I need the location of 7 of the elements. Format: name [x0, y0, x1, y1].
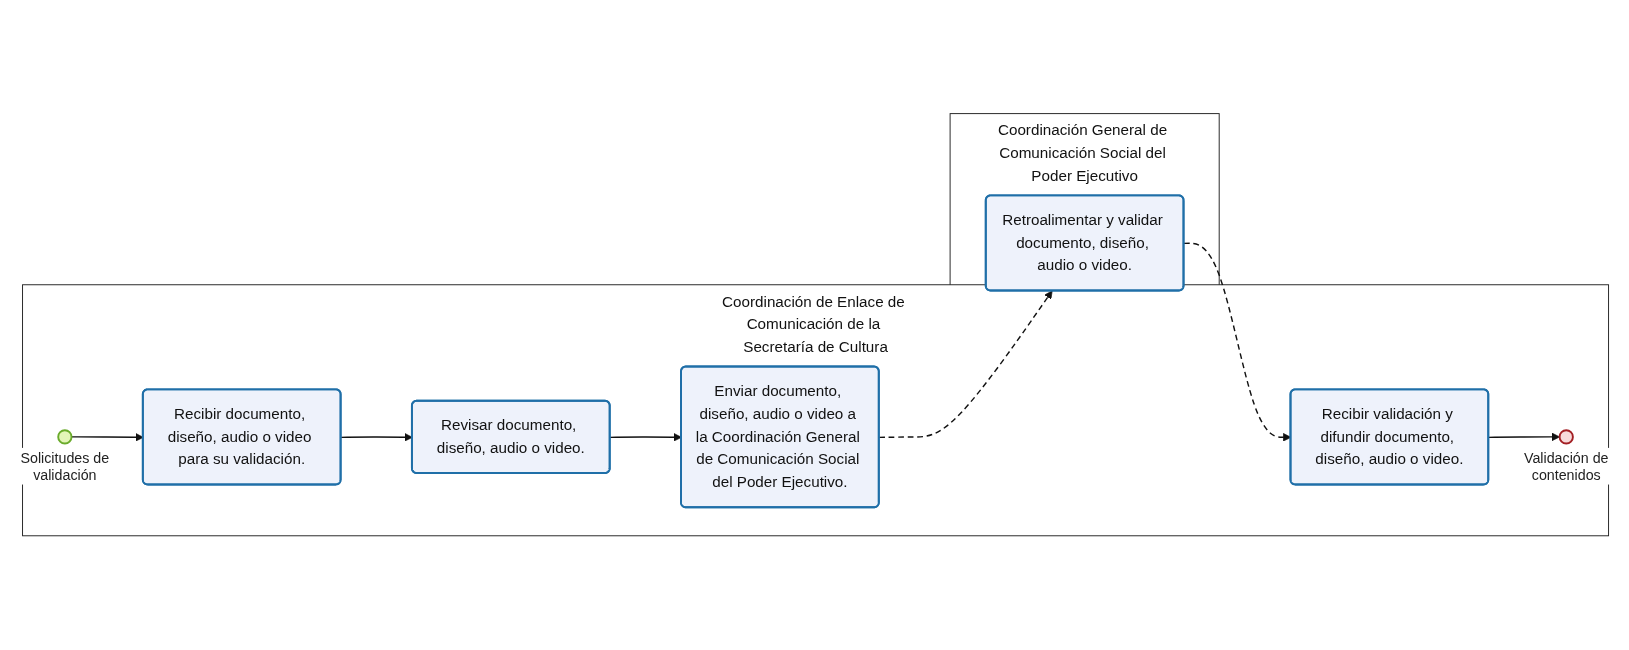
node-circle	[1558, 429, 1574, 445]
arrow	[609, 433, 682, 442]
node-label: Solicitudes de validación	[20, 449, 110, 483]
node-circle	[57, 429, 73, 445]
arrow	[878, 290, 1053, 439]
arrow	[1488, 433, 1560, 442]
node-label: Validación de contenidos	[1523, 449, 1609, 483]
